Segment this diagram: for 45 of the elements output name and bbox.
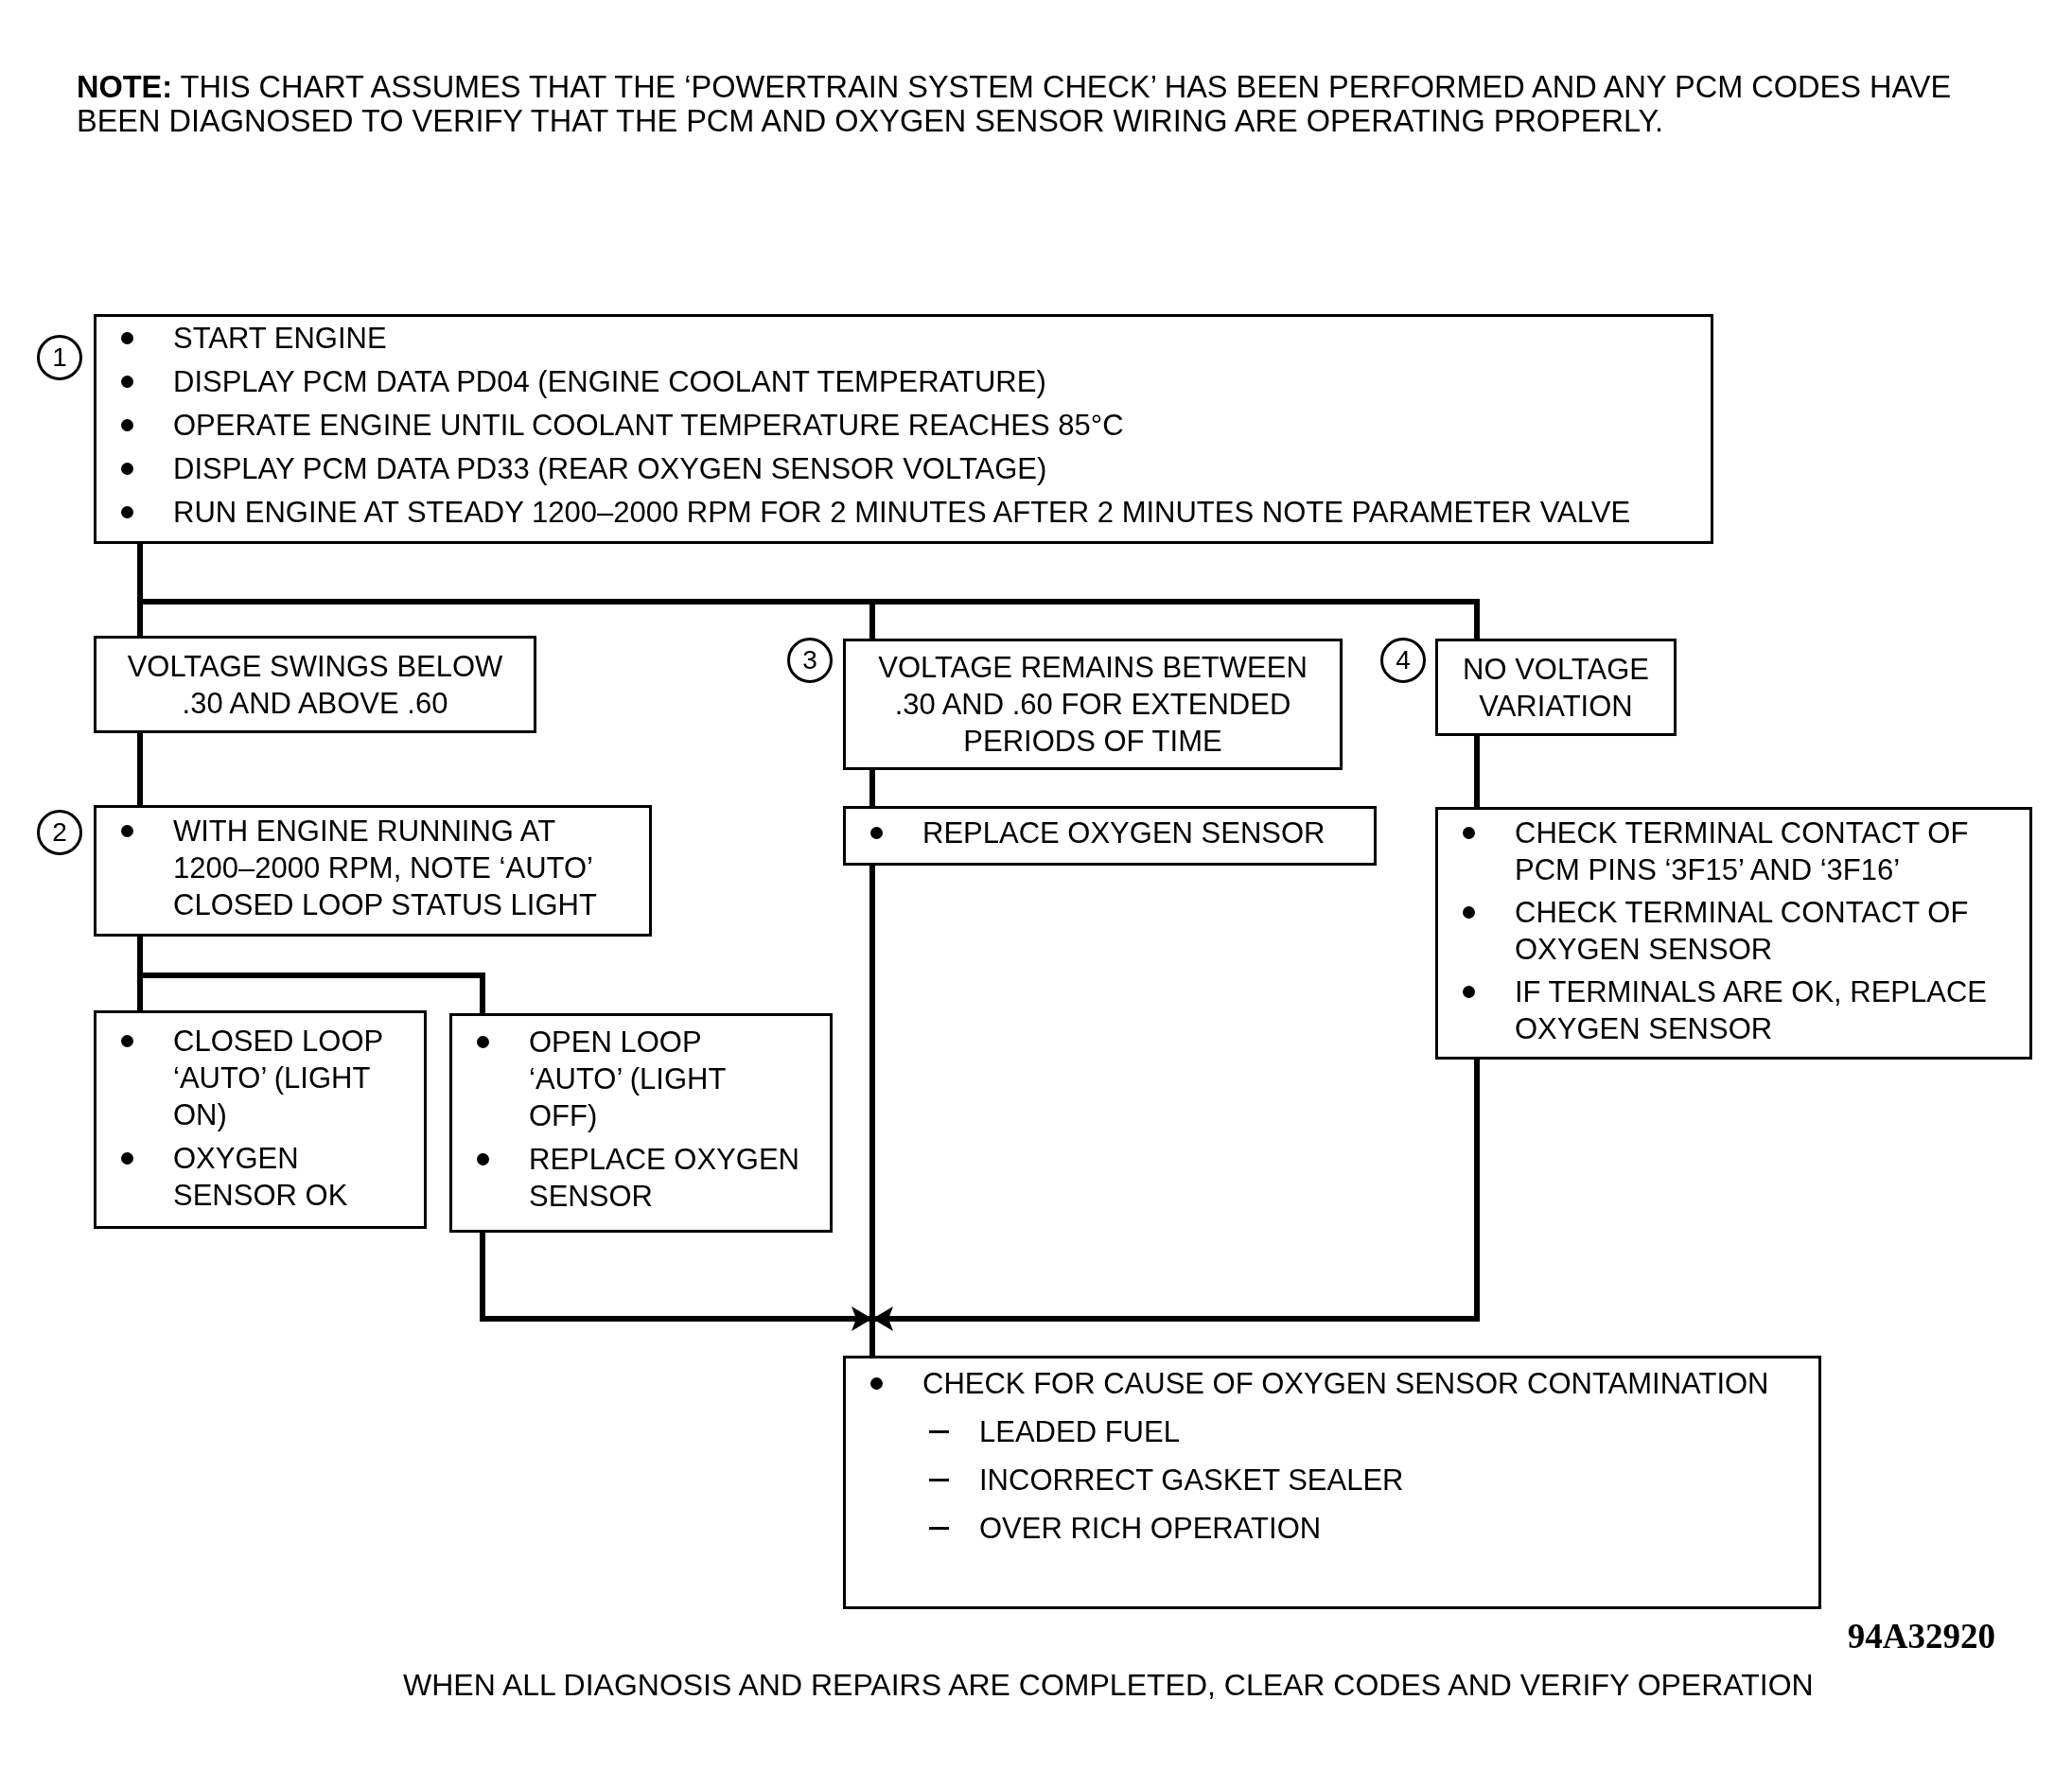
instruction-text: OXYGEN SENSOR OK xyxy=(173,1141,349,1214)
instruction-text: CLOSED LOOP ‘AUTO’ (LIGHT ON) xyxy=(173,1024,384,1133)
arrow xyxy=(872,1060,1480,1331)
instruction-text: CHECK TERMINAL CONTACT OF OXYGEN SENSOR xyxy=(1515,895,1970,968)
connector-line xyxy=(140,973,485,1013)
condition-text: VOLTAGE SWINGS BELOW .30 AND ABOVE .60 xyxy=(126,648,504,722)
arrow xyxy=(480,1233,872,1331)
instruction-text: INCORRECT GASKET SEALER xyxy=(979,1463,1405,1498)
instruction-text: REPLACE OXYGEN SENSOR xyxy=(922,815,1326,851)
connector-line xyxy=(137,599,143,636)
connector-line xyxy=(137,973,143,1010)
instruction-text: IF TERMINALS ARE OK, REPLACE OXYGEN SENSOR xyxy=(1515,974,1988,1047)
instruction-text: DISPLAY PCM DATA PD33 (REAR OXYGEN SENSOR VOLTAGE) xyxy=(173,451,1048,487)
instruction-text: REPLACE OXYGEN SENSOR xyxy=(529,1142,800,1215)
footer-note: WHEN ALL DIAGNOSIS AND REPAIRS ARE COMPLETED, CLEAR CODES AND VERIFY OPERATION xyxy=(403,1667,1814,1704)
step-box xyxy=(843,1356,1821,1609)
step-box xyxy=(843,806,1377,866)
note-text: NOTE: THIS CHART ASSUMES THAT THE ‘POWERTRAIN SYSTEM CHECK’ HAS BEEN PERFORMED AND ANY PCM CODES HAVE BEEN DIAGNOSED TO VERIFY THAT THE PCM AND OXYGEN SENSOR WIRING ARE OPERATING PROPERLY. xyxy=(77,70,1953,138)
instruction-text: RUN ENGINE AT STEADY 1200–2000 RPM FOR 2 MINUTES AFTER 2 MINUTES NOTE PARAMETER VALVE xyxy=(173,495,1632,531)
instruction-text: LEADED FUEL xyxy=(979,1414,1181,1450)
instruction-text: DISPLAY PCM DATA PD04 (ENGINE COOLANT TEMPERATURE) xyxy=(173,364,1047,400)
instruction-text: WITH ENGINE RUNNING AT 1200–2000 RPM, NOTE ‘AUTO’ CLOSED LOOP STATUS LIGHT xyxy=(173,814,598,923)
figure-number: 94A32920 xyxy=(1847,1616,1995,1657)
step-box xyxy=(94,314,1713,544)
step-box xyxy=(94,805,652,937)
connector-line xyxy=(869,770,875,806)
instruction-text: OVER RICH OPERATION xyxy=(979,1511,1323,1547)
connector-line xyxy=(137,733,143,805)
connector-line xyxy=(869,1319,875,1356)
instruction-text: OPERATE ENGINE UNTIL COOLANT TEMPERATURE REACHES 85°C xyxy=(173,408,1125,444)
connector-line xyxy=(1474,736,1480,807)
instruction-text: OPEN LOOP ‘AUTO’ (LIGHT OFF) xyxy=(529,1025,727,1134)
connector-line xyxy=(137,937,143,975)
connector-line xyxy=(137,544,143,602)
condition-text: VOLTAGE REMAINS BETWEEN .30 AND .60 FOR EXTENDED PERIODS OF TIME xyxy=(877,650,1308,760)
step-box xyxy=(449,1013,833,1233)
instruction-text: CHECK FOR CAUSE OF OXYGEN SENSOR CONTAMINATION xyxy=(922,1366,1770,1402)
step-box xyxy=(1435,807,2032,1060)
condition-box xyxy=(843,639,1343,770)
step-box xyxy=(94,1010,427,1229)
instruction-text: START ENGINE xyxy=(173,321,388,357)
instruction-text: CHECK TERMINAL CONTACT OF PCM PINS ‘3F15’ AND ‘3F16’ xyxy=(1515,815,1970,888)
condition-box xyxy=(94,636,536,733)
condition-box xyxy=(1435,639,1677,736)
condition-text: NO VOLTAGE VARIATION xyxy=(1462,651,1650,725)
